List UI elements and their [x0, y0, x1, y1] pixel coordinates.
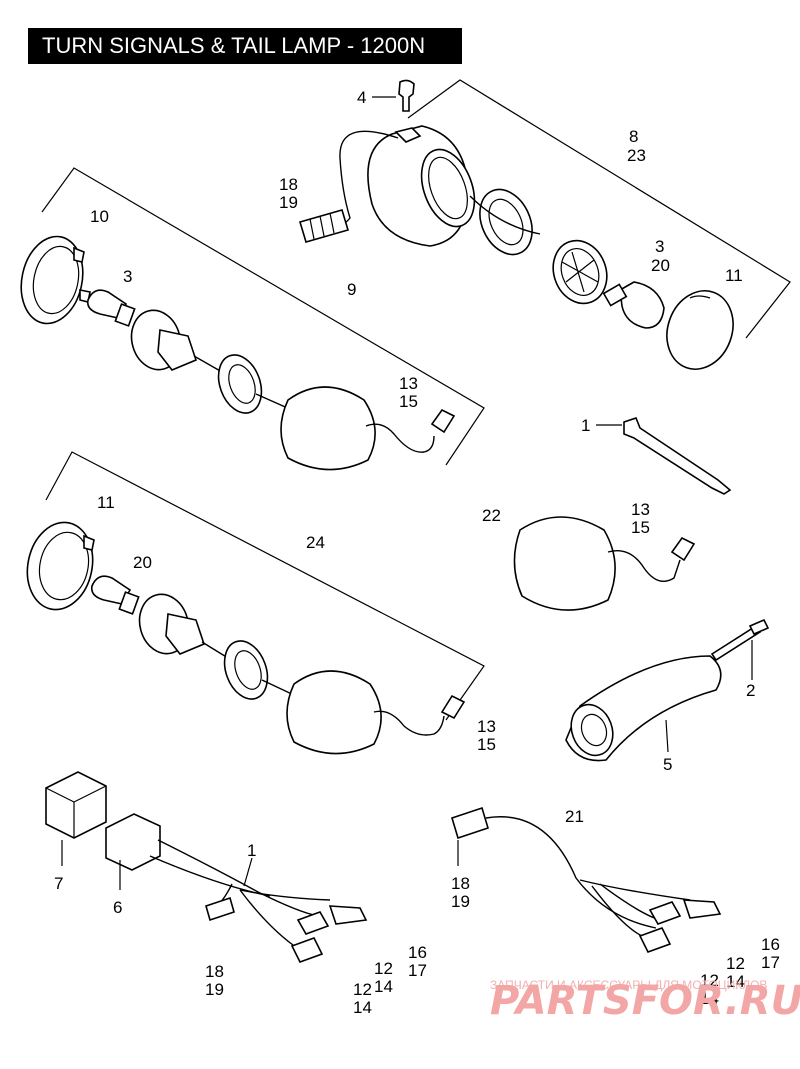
callout-13: 13: [631, 500, 650, 519]
callout-14: 14: [700, 989, 719, 1008]
callout-9: 9: [347, 280, 356, 299]
callout-18: 18: [451, 874, 470, 893]
callout-14: 14: [726, 972, 745, 991]
callout-21: 21: [565, 807, 584, 826]
callout-24: 24: [306, 533, 325, 552]
callout-18: 18: [279, 175, 298, 194]
callout-16: 16: [761, 935, 780, 954]
callout-19: 19: [279, 193, 298, 212]
callout-15: 15: [477, 735, 496, 754]
callout-14: 14: [353, 998, 372, 1017]
watermark-logo: PARTSFOR.RU: [490, 978, 800, 1024]
rear-lamp-assembly: [299, 79, 734, 370]
callout-15: 15: [399, 392, 418, 411]
cable-strap: [596, 417, 732, 495]
callout-15: 15: [631, 518, 650, 537]
callout-16: 16: [408, 943, 427, 962]
callout-labels: 4 8 23 18 19 10 3 3 20 11 9 13 15 1 22 1…: [54, 88, 780, 1017]
callout-1: 1: [247, 841, 256, 860]
bracket-lines: [41, 79, 791, 721]
callout-1: 1: [581, 416, 590, 435]
callout-11: 11: [97, 493, 115, 512]
callout-13: 13: [477, 717, 496, 736]
callout-11: 11: [725, 266, 743, 285]
callout-14: 14: [374, 977, 393, 996]
callout-18: 18: [205, 962, 224, 981]
watermark: ЗАПЧАСТИ И АКСЕССУАРЫ ДЛЯ МОТОЦИКЛОВ PAR…: [490, 978, 800, 1024]
callout-23: 23: [627, 146, 646, 165]
callout-12: 12: [374, 959, 393, 978]
watermark-tagline: ЗАПЧАСТИ И АКСЕССУАРЫ ДЛЯ МОТОЦИКЛОВ: [490, 978, 767, 992]
callout-19: 19: [205, 980, 224, 999]
callout-22: 22: [482, 506, 501, 525]
callout-12: 12: [726, 954, 745, 973]
diagram-title: TURN SIGNALS & TAIL LAMP - 1200N: [28, 28, 462, 64]
turn-signal-housing: [513, 516, 696, 611]
mount-and-bolt: [565, 618, 770, 762]
callout-5: 5: [663, 755, 672, 774]
connector-housing: [45, 771, 107, 866]
wiring-harness-right: [451, 806, 722, 953]
callout-8: 8: [629, 127, 638, 146]
callout-6: 6: [113, 898, 122, 917]
wiring-harness-left: [105, 813, 368, 963]
callout-10: 10: [90, 207, 109, 226]
callout-3: 3: [655, 237, 664, 256]
callout-19: 19: [451, 892, 470, 911]
callout-12: 12: [700, 971, 719, 990]
callout-4: 4: [357, 88, 366, 107]
left-turn-signal-assembly: [20, 235, 456, 471]
callout-2: 2: [746, 681, 755, 700]
callout-3: 3: [123, 267, 132, 286]
callout-20: 20: [651, 256, 670, 275]
callout-7: 7: [54, 874, 63, 893]
callout-13: 13: [399, 374, 418, 393]
callout-17: 17: [761, 953, 780, 972]
callout-12: 12: [353, 980, 372, 999]
right-turn-signal-assembly: [26, 521, 466, 755]
callout-17: 17: [408, 961, 427, 980]
callout-20: 20: [133, 553, 152, 572]
